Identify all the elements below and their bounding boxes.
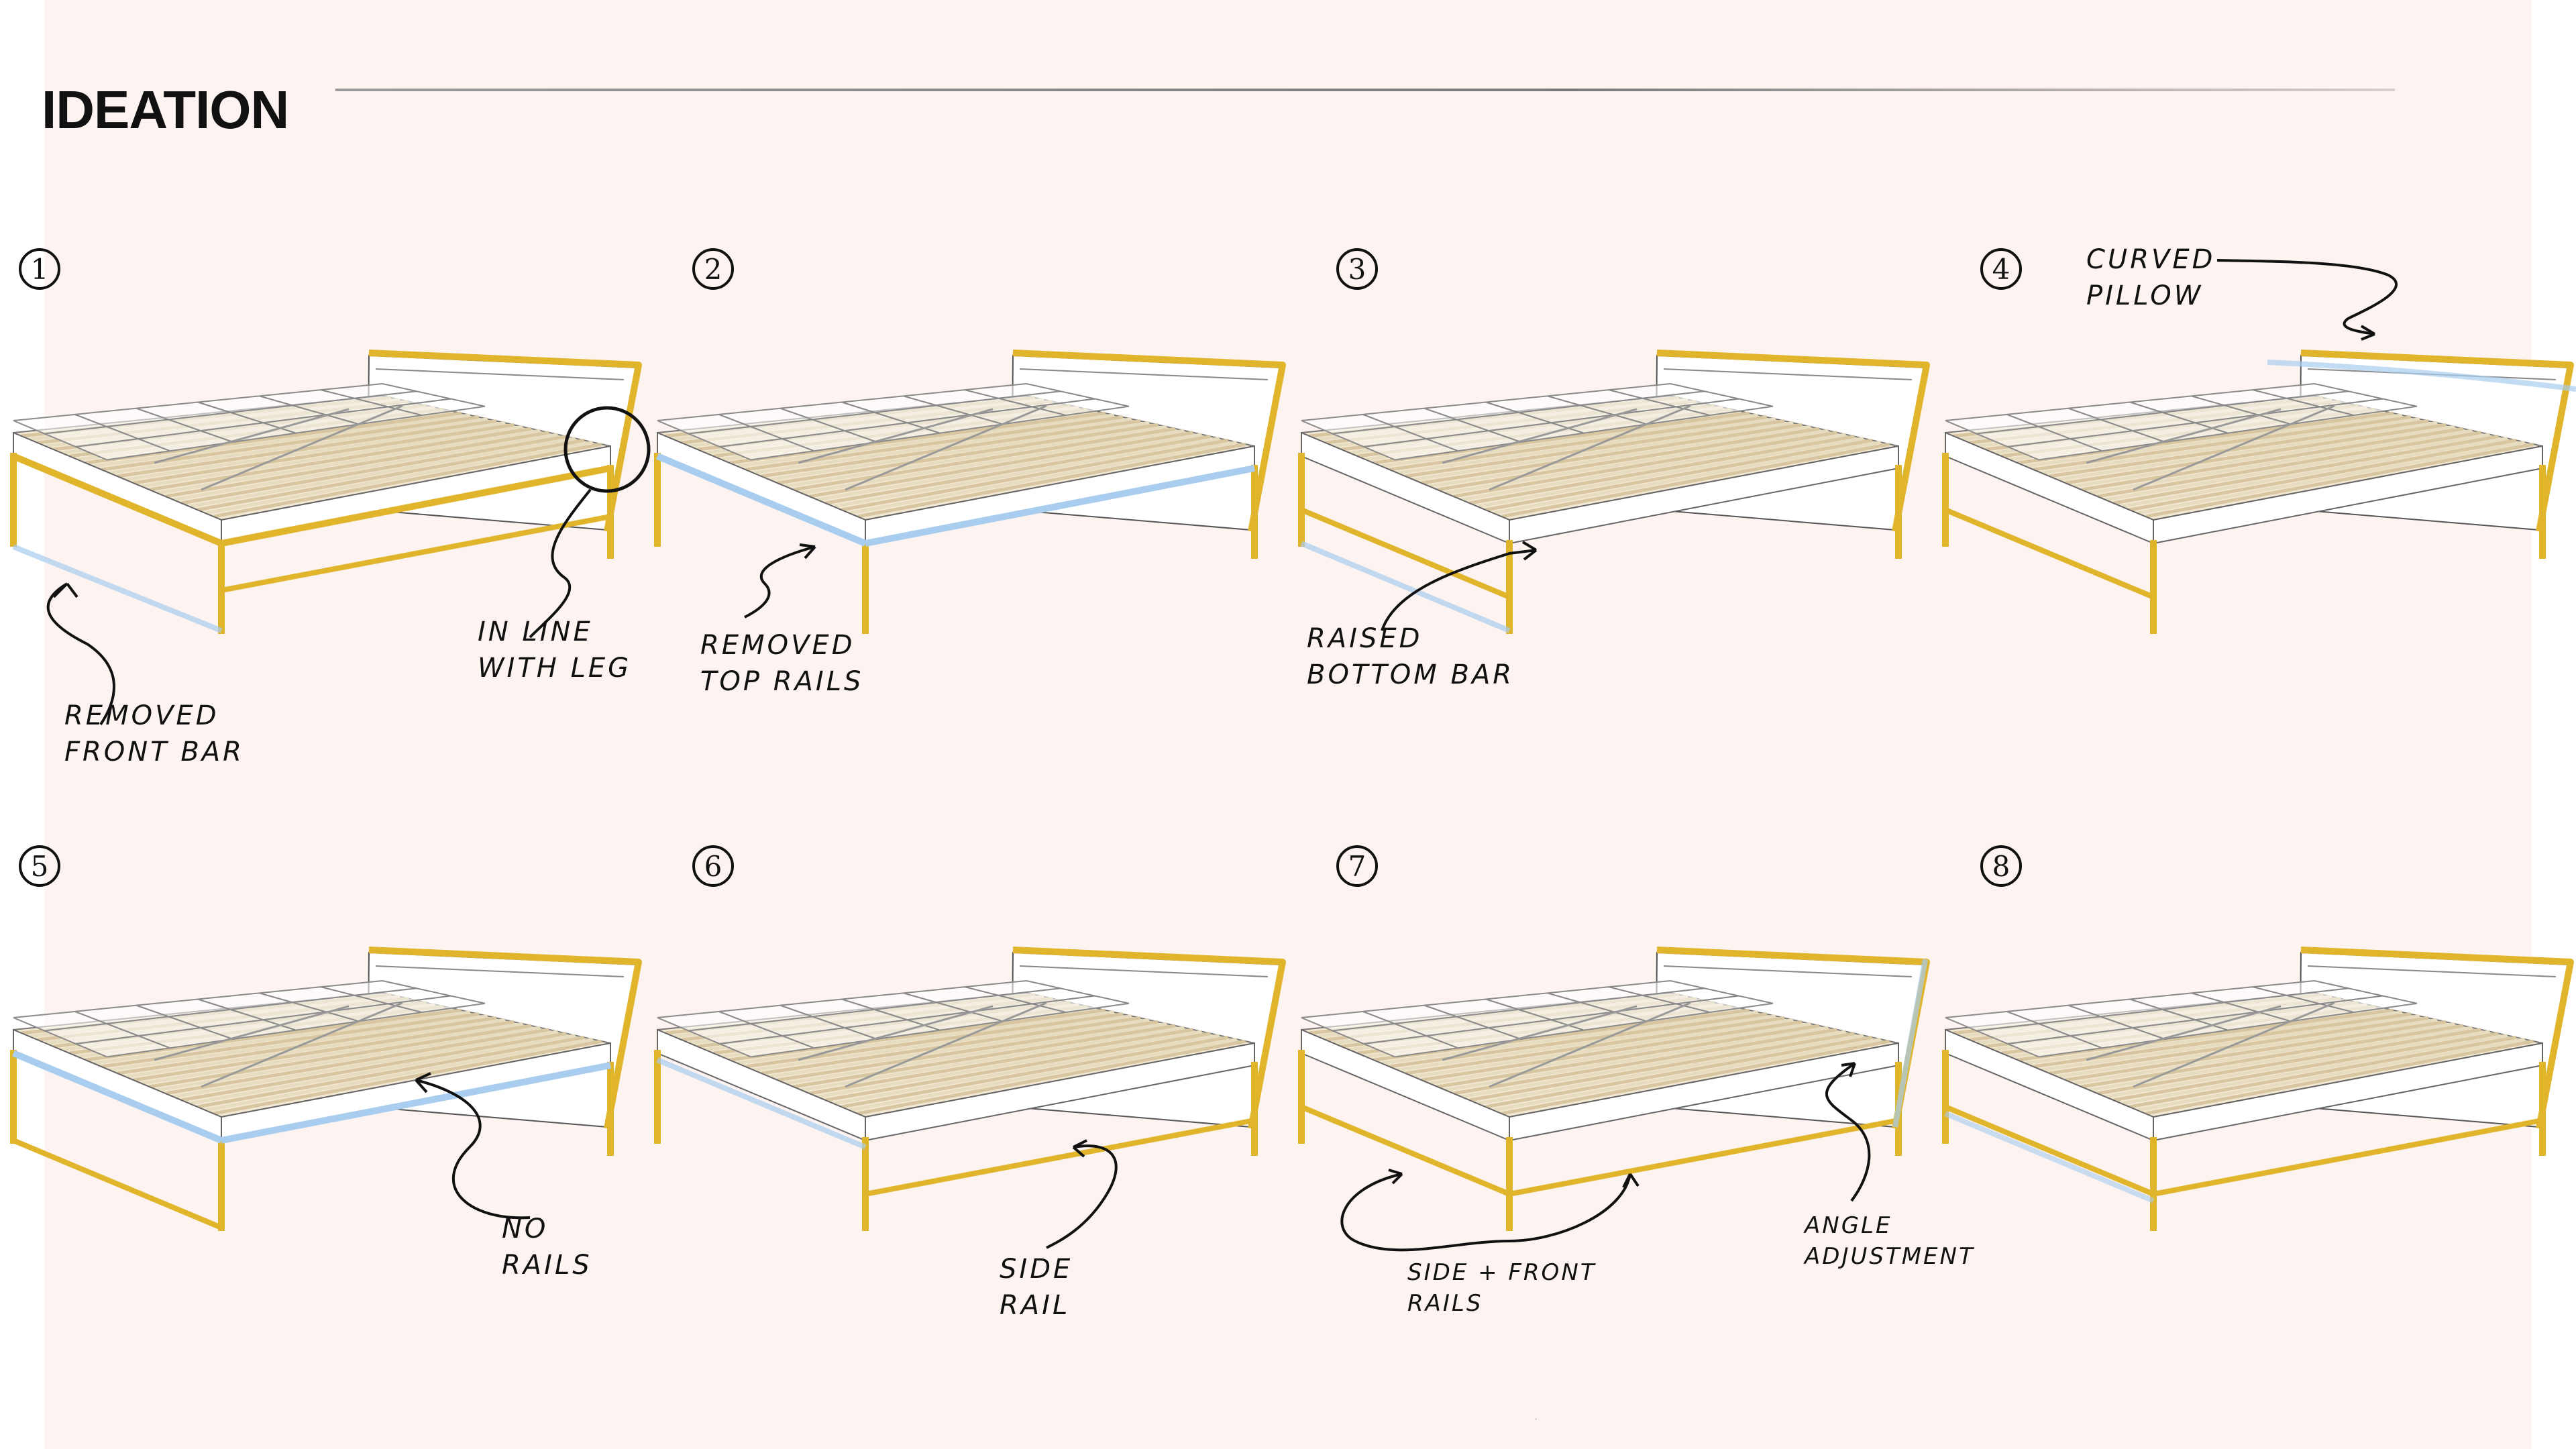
note-side-rail: SIDE RAIL (1000, 1254, 1073, 1321)
bed-sketch-4 (1942, 350, 2576, 634)
concept-4: 4 CURVED PILLOW (1932, 241, 2576, 832)
headboard-frame (1656, 350, 1930, 532)
note-raised-bottom-bar: RAISED BOTTOM BAR (1307, 623, 1515, 690)
cushion-cell (388, 995, 486, 1014)
bed-sketch-5 (10, 947, 642, 1231)
concept-number-4: 4 (1980, 248, 2022, 290)
headboard-frame (2300, 350, 2574, 532)
headboard-frame (1012, 350, 1286, 532)
cushion-cell (1032, 398, 1130, 417)
concept-6: 6 SIDE RAIL (644, 839, 1288, 1429)
bed-sketch-3 (1298, 350, 1930, 634)
concept-2: 2 REMOVED TOP RAILS (644, 241, 1288, 832)
page-title: IDEATION (42, 80, 289, 140)
concept-1: 1 IN LINE WITH LEG REMOVED FRONT BAR (0, 241, 651, 832)
concept-number-8: 8 (1980, 845, 2022, 887)
bed-sketch-6 (654, 947, 1286, 1231)
note-side-front-rails: SIDE + FRONT RAILS (1407, 1259, 1597, 1317)
note-curved-pillow: CURVED PILLOW (2086, 244, 2216, 311)
concept-5: 5 NO RAILS (0, 839, 644, 1429)
concept-8: 8 (1932, 839, 2576, 1429)
concept-3: 3 RAISED BOTTOM BAR (1288, 241, 1932, 832)
cushion-cell (2320, 995, 2418, 1014)
headboard-frame (2300, 947, 2574, 1129)
note-in-line-with-leg: IN LINE WITH LEG (478, 616, 632, 684)
concept-number-6: 6 (692, 845, 734, 887)
concept-number-7: 7 (1336, 845, 1378, 887)
cushion-cell (1032, 995, 1130, 1014)
headboard-frame (368, 947, 642, 1129)
note-angle-adjustment: ANGLE ADJUSTMENT (1805, 1212, 1975, 1270)
cushion-cell (388, 398, 486, 417)
cushion-cell (1676, 995, 1774, 1014)
note-no-rails: NO RAILS (502, 1214, 592, 1281)
headboard-frame (1012, 947, 1286, 1129)
note-removed-front-bar: REMOVED FRONT BAR (64, 700, 244, 767)
cushion-cell (2320, 398, 2418, 417)
concept-number-2: 2 (692, 248, 734, 290)
bed-sketch-1 (10, 350, 642, 634)
concept-number-3: 3 (1336, 248, 1378, 290)
cushion-cell (1676, 398, 1774, 417)
bed-sketch-2 (654, 350, 1286, 634)
page-dot: · (1535, 1415, 1538, 1423)
concept-7: 7 SIDE + FRONT RAILS ANGLE ADJUSTMENT (1288, 839, 1973, 1429)
bed-sketch-8 (1942, 947, 2574, 1231)
bed-sketch-7 (1298, 947, 1930, 1231)
concept-number-5: 5 (19, 845, 60, 887)
note-removed-top-rails: REMOVED TOP RAILS (700, 630, 864, 697)
concept-number-1: 1 (19, 248, 60, 290)
title-divider (335, 89, 2395, 91)
